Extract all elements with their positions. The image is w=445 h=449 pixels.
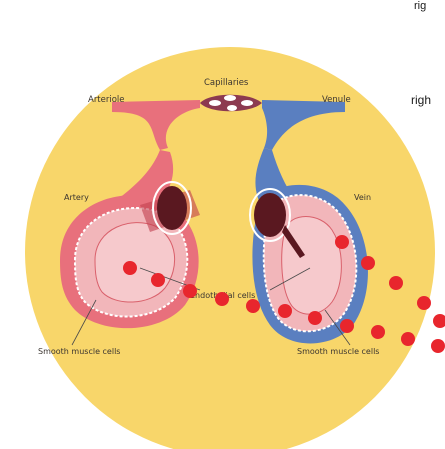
marker-dot [151,273,165,287]
label-venule: Venule [322,95,351,105]
marker-dot [183,284,197,298]
marker-dot [361,256,375,270]
marker-dot [401,332,415,346]
marker-dot [246,299,260,313]
label-smooth-muscle-left: Smooth muscle cells [38,347,120,356]
label-vein: Vein [354,193,371,202]
marker-dot [123,261,137,275]
label-capillaries: Capillaries [204,78,249,88]
marker-dot [215,292,229,306]
marker-dot [278,304,292,318]
marker-dot [433,314,445,328]
label-smooth-muscle-right: Smooth muscle cells [297,347,379,356]
vein-lumen [254,193,286,237]
marker-dot [417,296,431,310]
marker-dot [335,235,349,249]
label-arteriole: Arteriole [88,95,125,105]
marker-dot [340,319,354,333]
marker-dot [308,311,322,325]
marker-dot [389,276,403,290]
artery-lumen [157,186,187,230]
marker-dot [371,325,385,339]
marker-dot [431,339,445,353]
label-artery: Artery [64,193,89,202]
